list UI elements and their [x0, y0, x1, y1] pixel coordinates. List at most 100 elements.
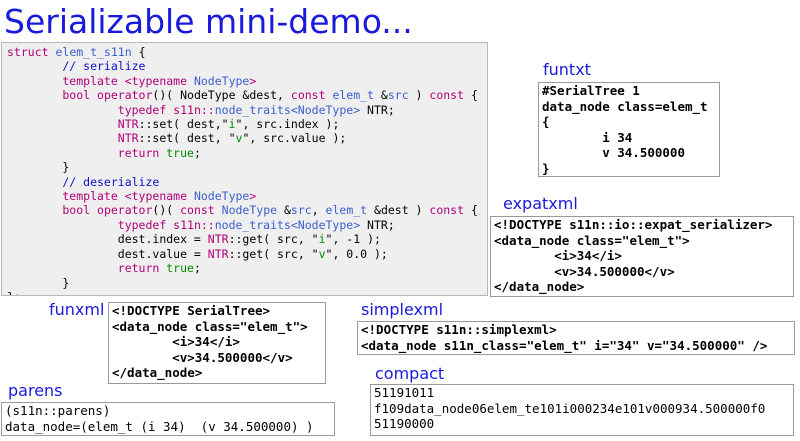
- code-line: dest.value = NTR::get( src, "v", 0.0 );: [7, 247, 487, 261]
- code-token: ::get( src, ": [228, 232, 319, 247]
- code-line: // serialize: [7, 59, 487, 73]
- code-token: typedef: [7, 102, 174, 117]
- code-token: }: [7, 160, 70, 175]
- expatxml-label: expatxml: [503, 194, 578, 213]
- code-line: NTR::set( dest, "v", src.value );: [7, 131, 487, 145]
- code-token: const: [429, 88, 465, 103]
- simplexml-output: <!DOCTYPE s11n::simplexml><data_node s11…: [357, 321, 795, 355]
- parens-label: parens: [8, 381, 63, 400]
- code-line: bool operator()( NodeType &dest, const e…: [7, 88, 487, 102]
- output-line: 51191011: [374, 385, 435, 400]
- code-token: i: [318, 232, 326, 247]
- code-token: {: [131, 45, 146, 59]
- code-token: NodeType: [193, 189, 250, 204]
- funxml-label: funxml: [49, 300, 105, 319]
- code-token: elem_t: [325, 203, 368, 218]
- code-token: s11n::: [173, 217, 215, 232]
- code-token: bool: [7, 88, 98, 103]
- code-token: elem_t: [332, 88, 374, 103]
- code-token: // serialize: [7, 59, 146, 74]
- output-line: <v>34.500000</v>: [112, 349, 293, 365]
- simplexml-label: simplexml: [361, 300, 444, 319]
- code-token: typedef: [7, 217, 174, 232]
- code-token: NTR: [207, 232, 229, 247]
- compact-label: compact: [375, 364, 445, 383]
- code-token: node_traits<NodeType>: [214, 217, 361, 232]
- code-line: struct elem_t_s11n {: [7, 45, 487, 59]
- output-line: <!DOCTYPE s11n::io::expat_serializer>: [494, 217, 773, 232]
- code-token: [187, 74, 194, 88]
- output-line: data_node=(elem_t (i 34) (v 34.500000) ): [5, 418, 314, 434]
- code-token: &: [277, 203, 291, 218]
- code-token: dest.index =: [7, 232, 208, 247]
- code-token: operator: [97, 203, 153, 218]
- output-line: <!DOCTYPE SerialTree>: [112, 303, 271, 318]
- code-line: typedef s11n::node_traits<NodeType> NTR;: [7, 218, 487, 232]
- code-token: elem_t_s11n: [55, 45, 132, 59]
- code-token: NTR: [117, 131, 139, 146]
- output-line: <i>34</i>: [112, 334, 240, 349]
- output-line: 51190000: [374, 416, 435, 431]
- code-token: {: [464, 88, 478, 103]
- code-token: template <: [7, 189, 132, 204]
- code-token: NTR: [207, 246, 229, 261]
- output-line: </data_node>: [112, 365, 203, 380]
- code-token: NodeType: [221, 203, 278, 218]
- code-token: [187, 189, 194, 203]
- output-line: data_node class=elem_t: [542, 98, 708, 114]
- code-token: i: [228, 117, 236, 132]
- code-line: bool operator()( const NodeType &src, el…: [7, 203, 487, 217]
- output-line: f109data_node06elem_te101i000234e101v000…: [374, 400, 766, 416]
- code-token: typename: [131, 73, 188, 88]
- code-token: {: [464, 203, 478, 218]
- output-line: i 34: [542, 129, 633, 145]
- code-token: ::get( src, ": [228, 246, 319, 261]
- code-token: struct: [7, 45, 56, 59]
- code-token: >: [249, 189, 257, 204]
- output-line: </data_node>: [494, 279, 585, 294]
- funtxt-label: funtxt: [543, 60, 591, 79]
- code-token: ", -1 );: [325, 232, 381, 247]
- code-token: NTR;: [360, 217, 395, 232]
- code-token: typename: [131, 189, 188, 204]
- output-line: v 34.500000: [542, 145, 685, 160]
- code-token: src: [290, 203, 312, 218]
- code-line: return true;: [7, 146, 487, 160]
- code-token: const: [429, 203, 465, 218]
- code-line: template <typename NodeType>: [7, 74, 487, 88]
- output-line: <!DOCTYPE s11n::simplexml>: [361, 322, 557, 337]
- code-token: }: [7, 275, 70, 290]
- code-token: &dest ): [367, 203, 430, 218]
- code-token: ,: [311, 203, 326, 218]
- code-line: return true;: [7, 261, 487, 275]
- code-token: };: [7, 290, 21, 295]
- code-token: const: [180, 203, 222, 218]
- output-line: {: [542, 114, 550, 129]
- code-token: ;: [193, 145, 201, 160]
- code-token: ;: [193, 261, 201, 276]
- code-token: v: [235, 131, 243, 146]
- code-line: NTR::set( dest,"i", src.index );: [7, 117, 487, 131]
- code-panel: struct elem_t_s11n { // serialize templa…: [1, 42, 488, 296]
- output-line: <i>34</i>: [494, 248, 622, 263]
- code-line: // deserialize: [7, 175, 487, 189]
- code-token: operator: [97, 88, 153, 103]
- output-line: (s11n::parens): [5, 403, 111, 418]
- output-line: <data_node class="elem_t">: [112, 318, 308, 334]
- code-line: };: [7, 290, 487, 295]
- parens-output: (s11n::parens)data_node=(elem_t (i 34) (…: [1, 402, 335, 436]
- expatxml-output: <!DOCTYPE s11n::io::expat_serializer><da…: [490, 216, 794, 297]
- output-line: <v>34.500000</v>: [494, 263, 675, 279]
- code-token: ", src.value );: [242, 131, 347, 146]
- code-token: true: [166, 261, 194, 276]
- code-token: v: [318, 246, 326, 261]
- output-line: <data_node class="elem_t">: [494, 232, 690, 248]
- code-token: &: [373, 88, 388, 103]
- code-token: [7, 131, 118, 145]
- code-token: true: [166, 145, 194, 160]
- code-line: typedef s11n::node_traits<NodeType> NTR;: [7, 103, 487, 117]
- code-token: ): [408, 88, 430, 103]
- code-token: NTR: [117, 117, 139, 132]
- code-token: ()(: [152, 203, 181, 218]
